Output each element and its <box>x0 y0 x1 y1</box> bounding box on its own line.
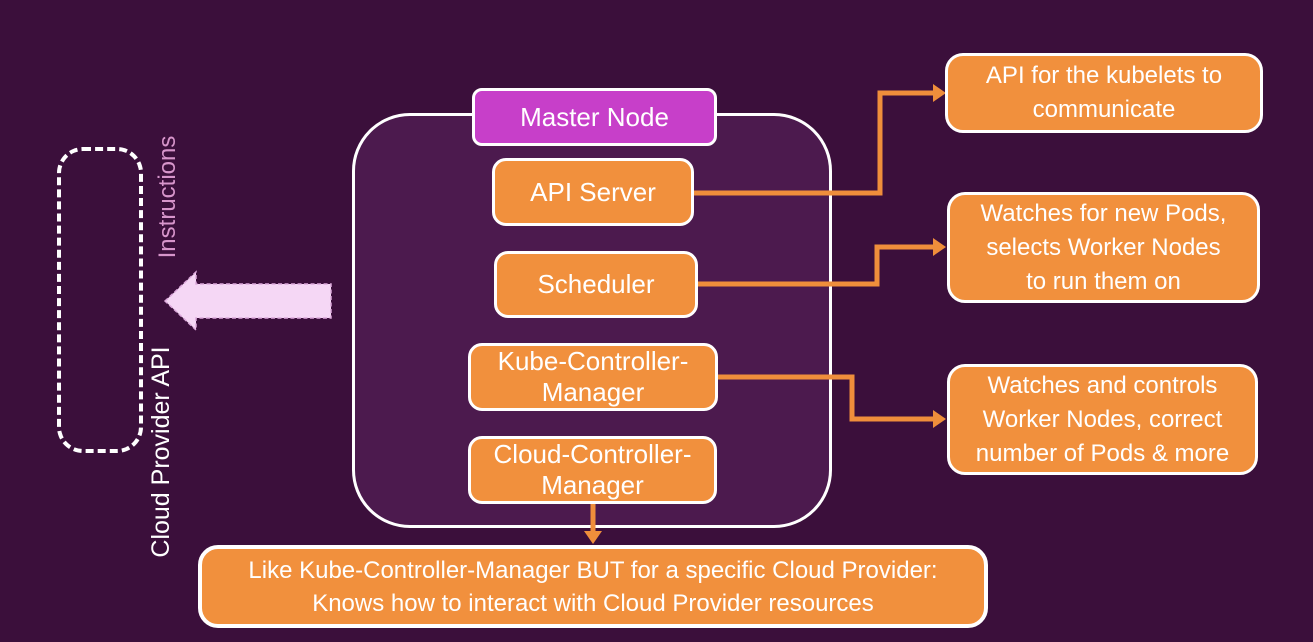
scheduler-note: Watches for new Pods, selects Worker Nod… <box>947 192 1260 303</box>
scheduler-note-label: Watches for new Pods, selects Worker Nod… <box>980 199 1227 295</box>
instructions-arrow <box>163 270 332 332</box>
scheduler-label: Scheduler <box>537 269 655 299</box>
arrow-api-server-head <box>933 84 946 102</box>
cloud-controller-manager-label: Cloud-Controller- Manager <box>493 439 692 500</box>
api-server-note-label: API for the kubelets to communicate <box>985 62 1223 123</box>
arrow-scheduler-to-note <box>697 244 934 287</box>
kube-controller-manager-note: Watches and controls Worker Nodes, corre… <box>947 364 1258 475</box>
cloud-controller-manager-note: Like Kube-Controller-Manager BUT for a s… <box>198 545 988 628</box>
master-node-title-badge: Master Node <box>472 88 717 146</box>
cloud-controller-manager-box: Cloud-Controller- Manager <box>468 436 717 504</box>
kube-controller-manager-note-label: Watches and controls Worker Nodes, corre… <box>975 371 1230 467</box>
scheduler-box: Scheduler <box>494 251 698 318</box>
arrow-kcm-head <box>933 410 946 428</box>
api-server-note: API for the kubelets to communicate <box>945 53 1263 133</box>
arrow-kcm-to-note <box>716 374 934 422</box>
arrow-ccm-head <box>584 531 602 544</box>
arrow-api-server-to-note <box>694 90 934 196</box>
api-server-box: API Server <box>492 158 694 226</box>
master-node-title: Master Node <box>520 101 669 132</box>
kube-controller-manager-box: Kube-Controller- Manager <box>468 343 718 411</box>
kube-controller-manager-label: Kube-Controller- Manager <box>497 346 689 407</box>
cloud-controller-manager-note-label: Like Kube-Controller-Manager BUT for a s… <box>248 556 938 617</box>
cloud-provider-api-box: Cloud Provider API <box>57 147 175 558</box>
api-server-label: API Server <box>530 176 656 207</box>
arrow-scheduler-head <box>933 238 946 256</box>
